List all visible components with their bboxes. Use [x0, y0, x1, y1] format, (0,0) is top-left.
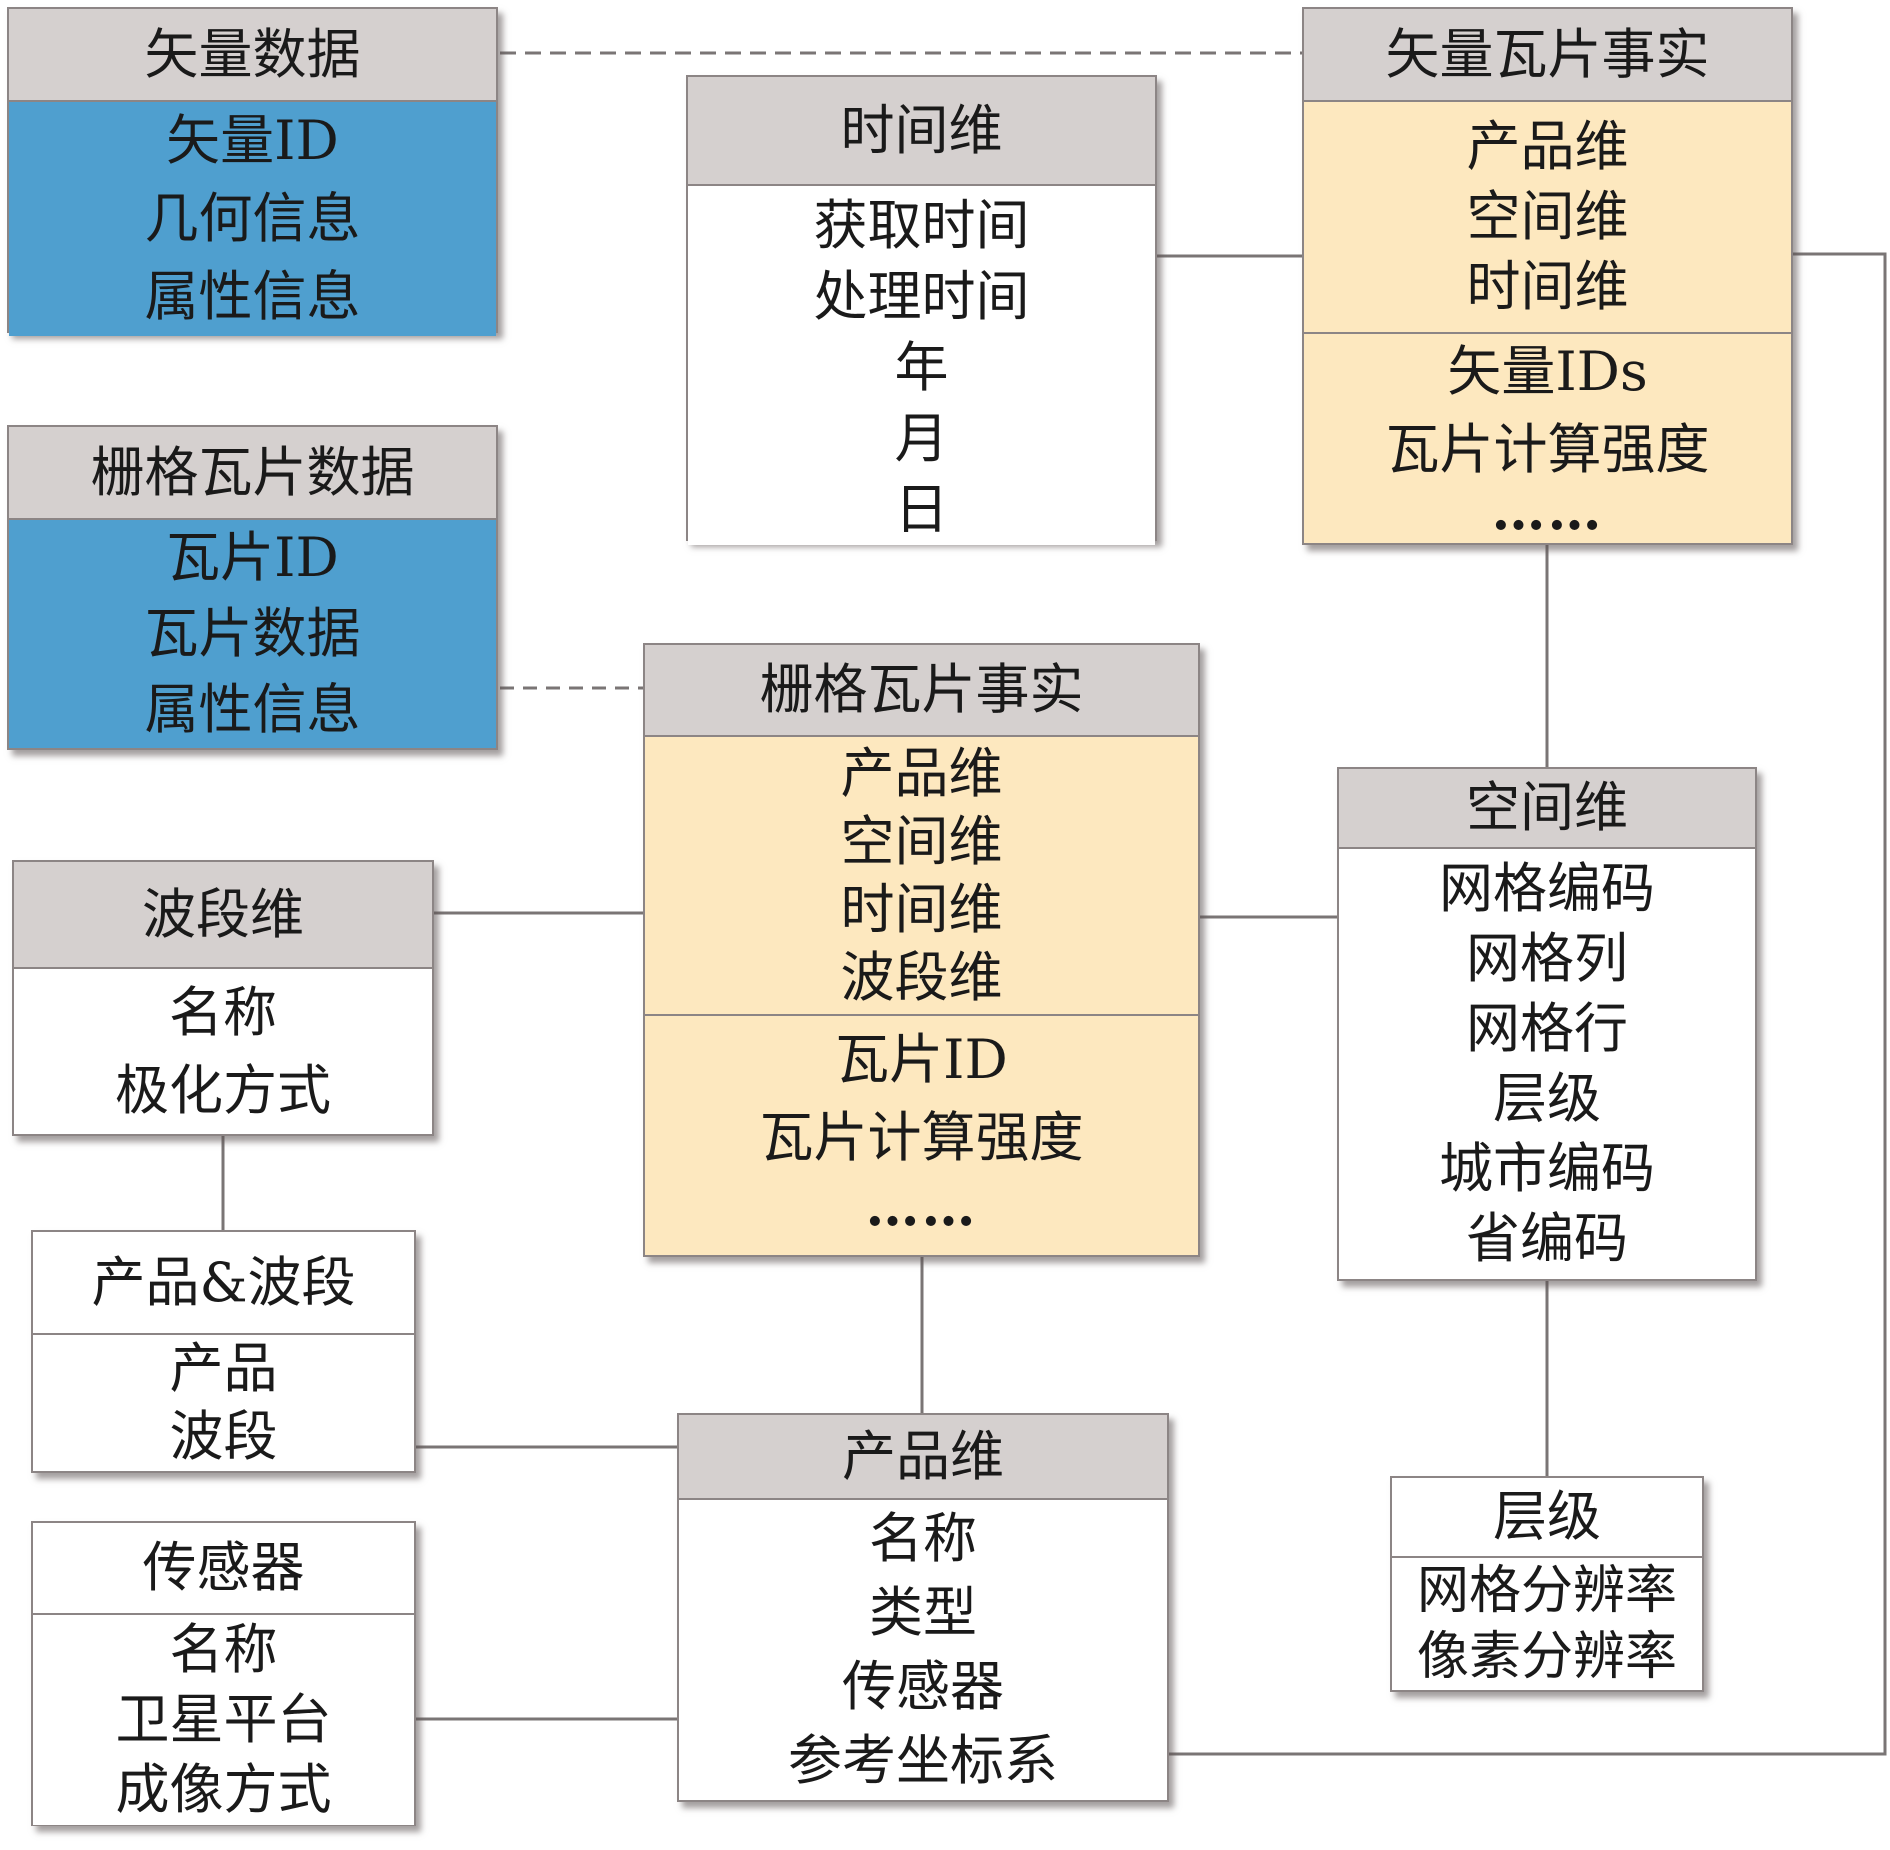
level-fields: 网格分辨率 像素分辨率 — [1392, 1558, 1702, 1690]
field: 网格列 — [1466, 927, 1628, 990]
raster-tile-data-box: 栅格瓦片数据 瓦片ID 瓦片数据 属性信息 — [7, 425, 498, 750]
field: 参考坐标系 — [788, 1729, 1058, 1792]
field: 传感器 — [842, 1655, 1004, 1718]
vector-data-fields: 矢量ID 几何信息 属性信息 — [9, 102, 496, 336]
field: 极化方式 — [115, 1058, 331, 1122]
field: 省编码 — [1466, 1207, 1628, 1270]
connector-vector-tile-fact-to-product-dim — [1169, 252, 1887, 1756]
level-box: 层级 网格分辨率 像素分辨率 — [1390, 1476, 1704, 1692]
band-dim-fields: 名称 极化方式 — [14, 969, 432, 1134]
field: 产品 — [169, 1337, 278, 1400]
field: 瓦片计算强度 — [1385, 418, 1710, 481]
sensor-title: 传感器 — [33, 1523, 414, 1615]
field: 网格行 — [1466, 997, 1628, 1060]
vector-tile-fact-keys: 产品维 空间维 时间维 — [1304, 102, 1791, 332]
field: 成像方式 — [115, 1758, 332, 1821]
field: 波段 — [169, 1405, 278, 1468]
field: 日 — [894, 478, 949, 541]
product-dim-fields: 名称 类型 传感器 参考坐标系 — [679, 1500, 1167, 1800]
spatial-dim-box: 空间维 网格编码 网格列 网格行 层级 城市编码 省编码 — [1337, 767, 1757, 1281]
vector-tile-fact-measures: 矢量IDs 瓦片计算强度 …… — [1304, 332, 1791, 543]
product-dim-title: 产品维 — [679, 1415, 1167, 1500]
ellipsis: …… — [865, 1174, 978, 1238]
field: 名称 — [169, 1618, 278, 1681]
field: 时间维 — [1466, 255, 1629, 318]
field: 处理时间 — [813, 265, 1030, 328]
field: 时间维 — [840, 877, 1003, 941]
raster-tile-fact-title: 栅格瓦片事实 — [645, 645, 1198, 737]
ellipsis: …… — [1491, 478, 1604, 542]
field: 瓦片计算强度 — [759, 1106, 1084, 1169]
field: 获取时间 — [813, 194, 1030, 257]
field: 属性信息 — [144, 678, 361, 741]
spatial-dim-title: 空间维 — [1339, 769, 1755, 849]
raster-tile-data-fields: 瓦片ID 瓦片数据 属性信息 — [9, 520, 496, 748]
field: 月 — [894, 407, 949, 470]
spatial-dim-fields: 网格编码 网格列 网格行 层级 城市编码 省编码 — [1339, 849, 1755, 1279]
vector-data-title: 矢量数据 — [9, 9, 496, 102]
raster-tile-fact-box: 栅格瓦片事实 产品维 空间维 时间维 波段维 瓦片ID 瓦片计算强度 …… — [643, 643, 1200, 1257]
field: 空间维 — [840, 809, 1003, 873]
field: 城市编码 — [1439, 1137, 1655, 1200]
field: 瓦片数据 — [144, 602, 361, 665]
product-band-box: 产品&波段 产品 波段 — [31, 1230, 416, 1473]
product-band-title: 产品&波段 — [33, 1232, 414, 1335]
vector-tile-fact-title: 矢量瓦片事实 — [1304, 9, 1791, 102]
field: 像素分辨率 — [1416, 1627, 1677, 1687]
vector-tile-fact-box: 矢量瓦片事实 产品维 空间维 时间维 矢量IDs 瓦片计算强度 …… — [1302, 7, 1793, 545]
field: 空间维 — [1466, 185, 1629, 248]
field: 产品维 — [1466, 115, 1629, 178]
field: 产品维 — [840, 741, 1003, 805]
raster-tile-data-title: 栅格瓦片数据 — [9, 427, 496, 520]
sensor-box: 传感器 名称 卫星平台 成像方式 — [31, 1521, 416, 1826]
raster-tile-fact-measures: 瓦片ID 瓦片计算强度 …… — [645, 1014, 1198, 1255]
band-dim-title: 波段维 — [14, 862, 432, 969]
field: 类型 — [869, 1581, 977, 1644]
field: 瓦片ID — [835, 1028, 1008, 1091]
raster-tile-fact-keys: 产品维 空间维 时间维 波段维 — [645, 737, 1198, 1014]
field: 名称 — [869, 1507, 977, 1570]
field: 波段维 — [840, 945, 1003, 1009]
field: 属性信息 — [144, 265, 361, 328]
field: 卫星平台 — [115, 1688, 332, 1751]
time-dim-fields: 获取时间 处理时间 年 月 日 — [688, 186, 1155, 545]
time-dim-box: 时间维 获取时间 处理时间 年 月 日 — [686, 75, 1157, 545]
level-title: 层级 — [1392, 1478, 1702, 1558]
field: 矢量IDs — [1447, 340, 1648, 403]
band-dim-box: 波段维 名称 极化方式 — [12, 860, 434, 1136]
field: 年 — [894, 336, 949, 399]
field: 瓦片ID — [166, 526, 339, 589]
field: 矢量ID — [166, 109, 339, 172]
time-dim-title: 时间维 — [688, 77, 1155, 186]
vector-data-box: 矢量数据 矢量ID 几何信息 属性信息 — [7, 7, 498, 336]
field: 网格编码 — [1439, 857, 1655, 920]
product-band-fields: 产品 波段 — [33, 1335, 414, 1471]
field: 网格分辨率 — [1416, 1561, 1677, 1621]
field: 层级 — [1493, 1067, 1601, 1130]
field: 名称 — [169, 980, 277, 1044]
sensor-fields: 名称 卫星平台 成像方式 — [33, 1615, 414, 1825]
product-dim-box: 产品维 名称 类型 传感器 参考坐标系 — [677, 1413, 1169, 1802]
field: 几何信息 — [144, 187, 361, 250]
